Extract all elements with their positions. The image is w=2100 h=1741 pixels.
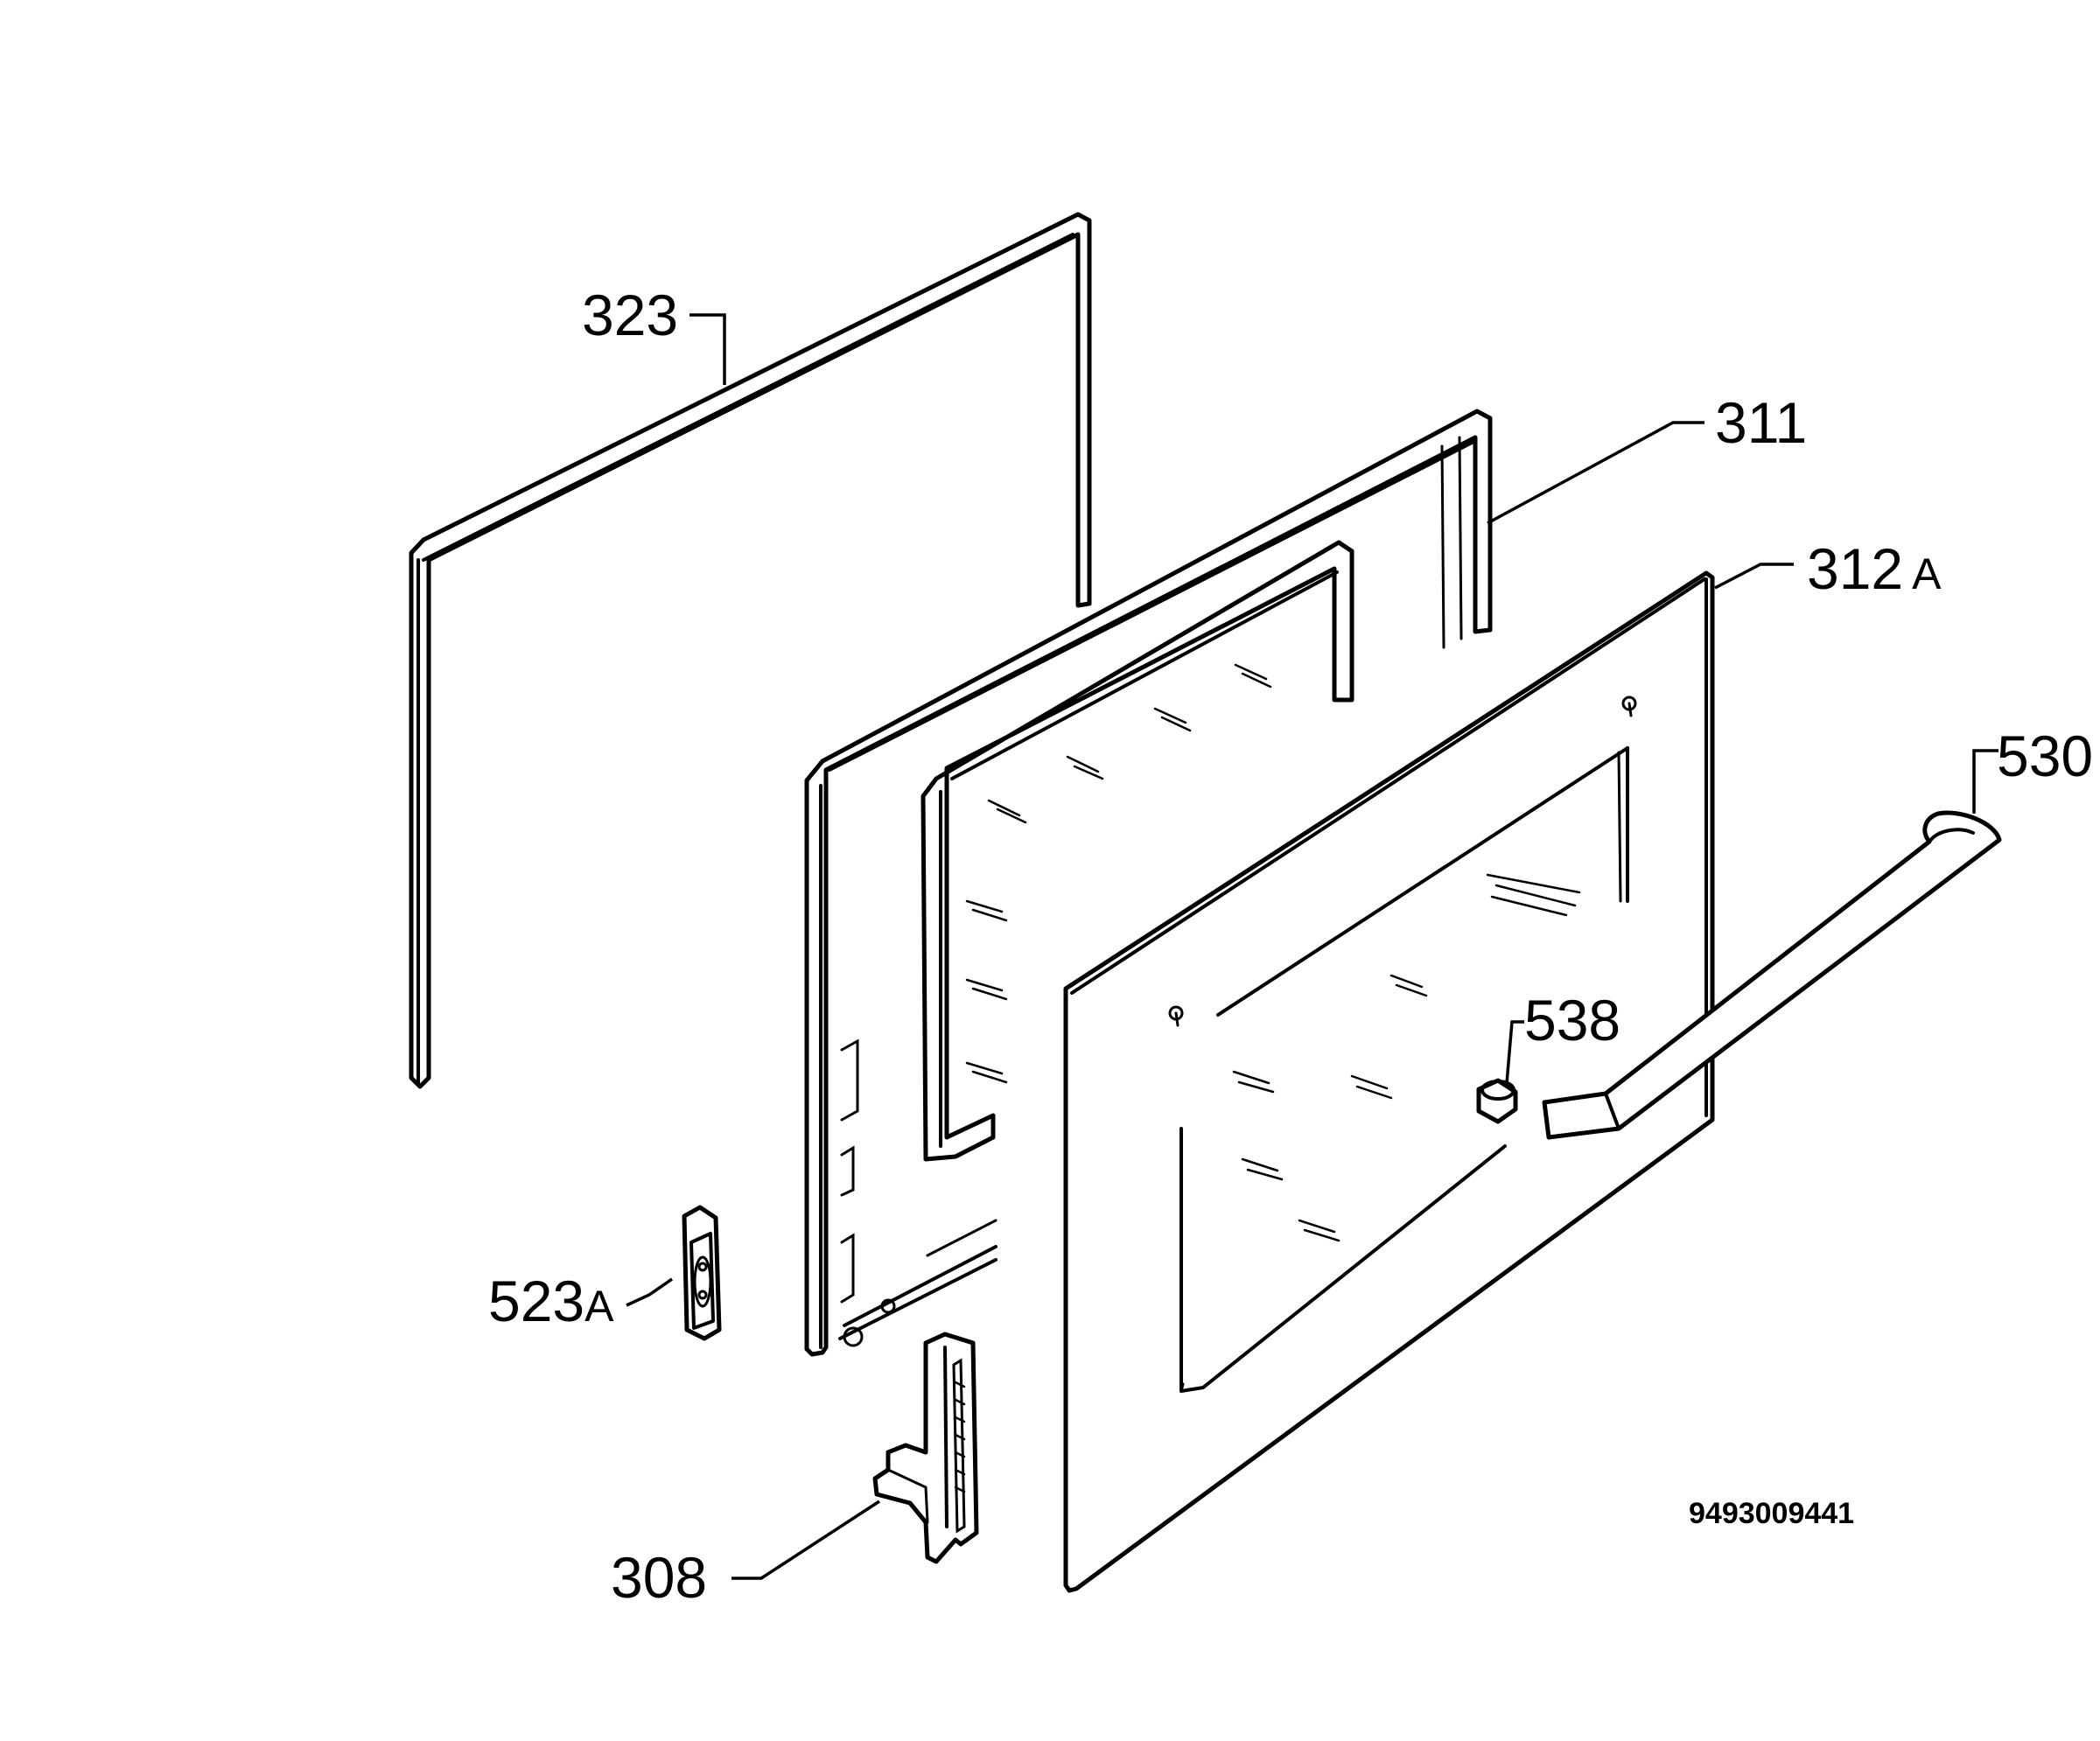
- part-312a-outer-door-glass: [1063, 570, 1715, 1593]
- callout-323: 323: [582, 283, 678, 347]
- leader-523a: [626, 1277, 673, 1307]
- callout-538: 538: [1524, 988, 1620, 1052]
- callout-523a: 523A: [488, 1269, 614, 1333]
- leader-538: [1505, 1020, 1524, 1084]
- leader-lines: [626, 313, 1998, 1580]
- document-number: 9493009441: [1689, 1497, 1854, 1530]
- leader-312a: [1714, 563, 1794, 590]
- part-523a-hinge-receiver: [682, 1205, 722, 1341]
- part-308-door-hinge: [872, 1332, 979, 1564]
- part-323-door-seal: [409, 212, 1092, 1089]
- leader-323: [690, 313, 726, 385]
- leader-530: [1972, 749, 1998, 814]
- part-538-spacer: [1476, 1078, 1518, 1124]
- part-311-inner-door-frame: [804, 409, 1493, 1357]
- leader-311: [1487, 421, 1704, 525]
- leader-308: [732, 1500, 880, 1580]
- callout-311: 311: [1715, 390, 1807, 455]
- part-530-door-handle: [1542, 810, 2002, 1140]
- callout-530: 530: [1997, 724, 2093, 788]
- callout-308: 308: [611, 1545, 707, 1610]
